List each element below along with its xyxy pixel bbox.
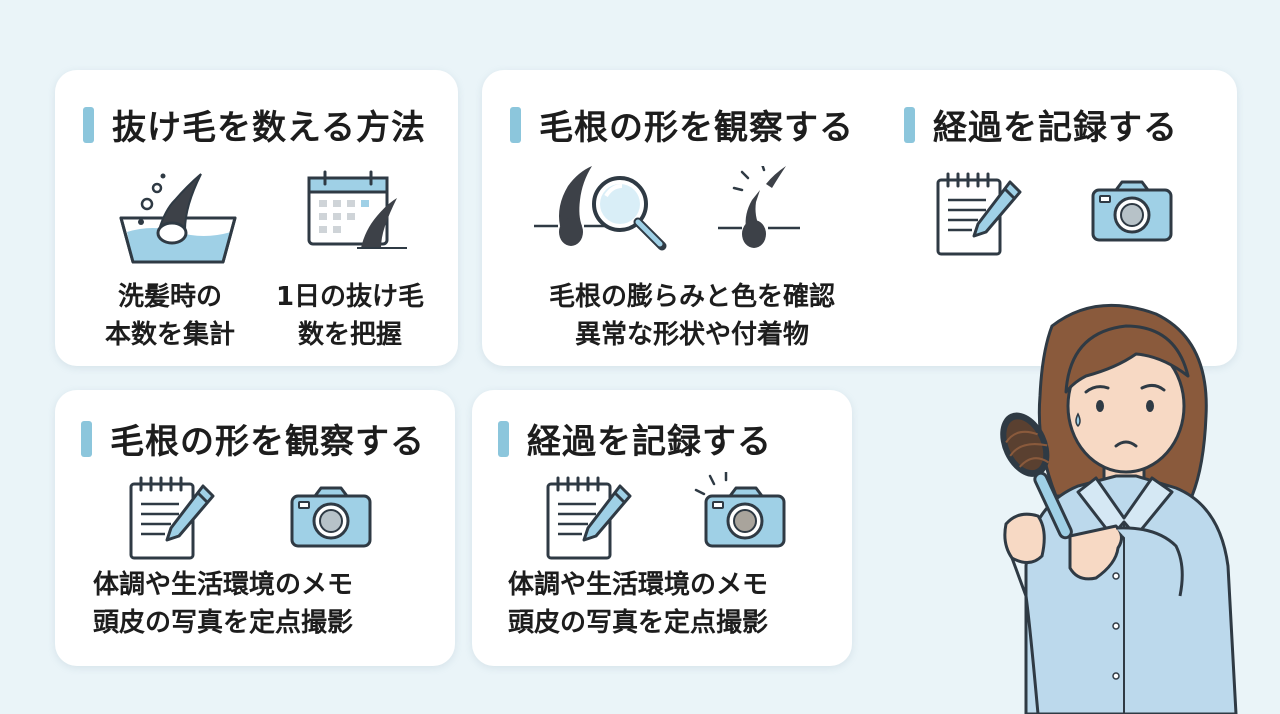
caption-line: 体調や生活環境のメモ <box>508 570 769 600</box>
caption-line: 頭皮の写真を定点撮影 <box>93 608 354 638</box>
notepad-pencil-icon <box>127 476 219 562</box>
caption-line: 数を把握 <box>297 320 402 350</box>
card-title-text: 経過を記録する <box>527 422 772 462</box>
card-title: 抜け毛を数える方法 <box>83 100 426 149</box>
title-accent-bar <box>904 106 915 143</box>
caption-observe: 毛根の膨らみと色を確認 異常な形状や付着物 <box>512 278 872 354</box>
calendar-hair-icon <box>305 170 409 250</box>
title-accent-bar <box>510 106 521 143</box>
card-title-text: 毛根の形を観察する <box>539 108 854 148</box>
broken-hair-icon <box>714 166 804 256</box>
card-counting-hair-loss: 抜け毛を数える方法 <box>55 70 458 366</box>
caption-line: 本数を集計 <box>104 320 235 350</box>
card-title-record: 経過を記録する <box>904 100 1178 149</box>
card-title: 経過を記録する <box>498 414 772 463</box>
hair-wash-icon <box>113 170 243 270</box>
title-accent-bar <box>498 420 509 457</box>
caption-line: 1日の抜け毛 <box>275 282 425 312</box>
caption-wash-count: 洗髪時の 本数を集計 <box>85 278 255 354</box>
caption-line: 毛根の膨らみと色を確認 <box>548 282 835 312</box>
caption-line: 洗髪時の <box>117 282 222 312</box>
card-title: 毛根の形を観察する <box>81 414 425 463</box>
notepad-pencil-icon <box>934 172 1026 258</box>
caption-daily-count: 1日の抜け毛 数を把握 <box>265 278 435 354</box>
camera-icon <box>1090 180 1174 244</box>
caption-line: 異常な形状や付着物 <box>574 320 809 350</box>
worried-woman-illustration <box>966 296 1280 714</box>
camera-flash-icon <box>692 472 788 552</box>
title-accent-bar <box>81 420 92 457</box>
hair-root-magnifier-icon <box>534 166 674 256</box>
caption-record: 体調や生活環境のメモ 頭皮の写真を定点撮影 <box>93 566 353 642</box>
card-title-text: 抜け毛を数える方法 <box>112 108 426 148</box>
notepad-pencil-icon <box>544 476 636 562</box>
camera-icon <box>289 486 373 550</box>
card-observe-shape: 毛根の形を観察する 体調や生活環境のメモ 頭 <box>55 390 455 666</box>
card-record-progress: 経過を記録する <box>472 390 852 666</box>
title-accent-bar <box>83 106 94 143</box>
caption-record: 体調や生活環境のメモ 頭皮の写真を定点撮影 <box>508 566 768 642</box>
caption-line: 体調や生活環境のメモ <box>93 570 354 600</box>
card-title-text: 毛根の形を観察する <box>110 422 425 462</box>
card-title-observe: 毛根の形を観察する <box>510 100 854 149</box>
card-title-text: 経過を記録する <box>933 108 1178 148</box>
caption-line: 頭皮の写真を定点撮影 <box>508 608 769 638</box>
